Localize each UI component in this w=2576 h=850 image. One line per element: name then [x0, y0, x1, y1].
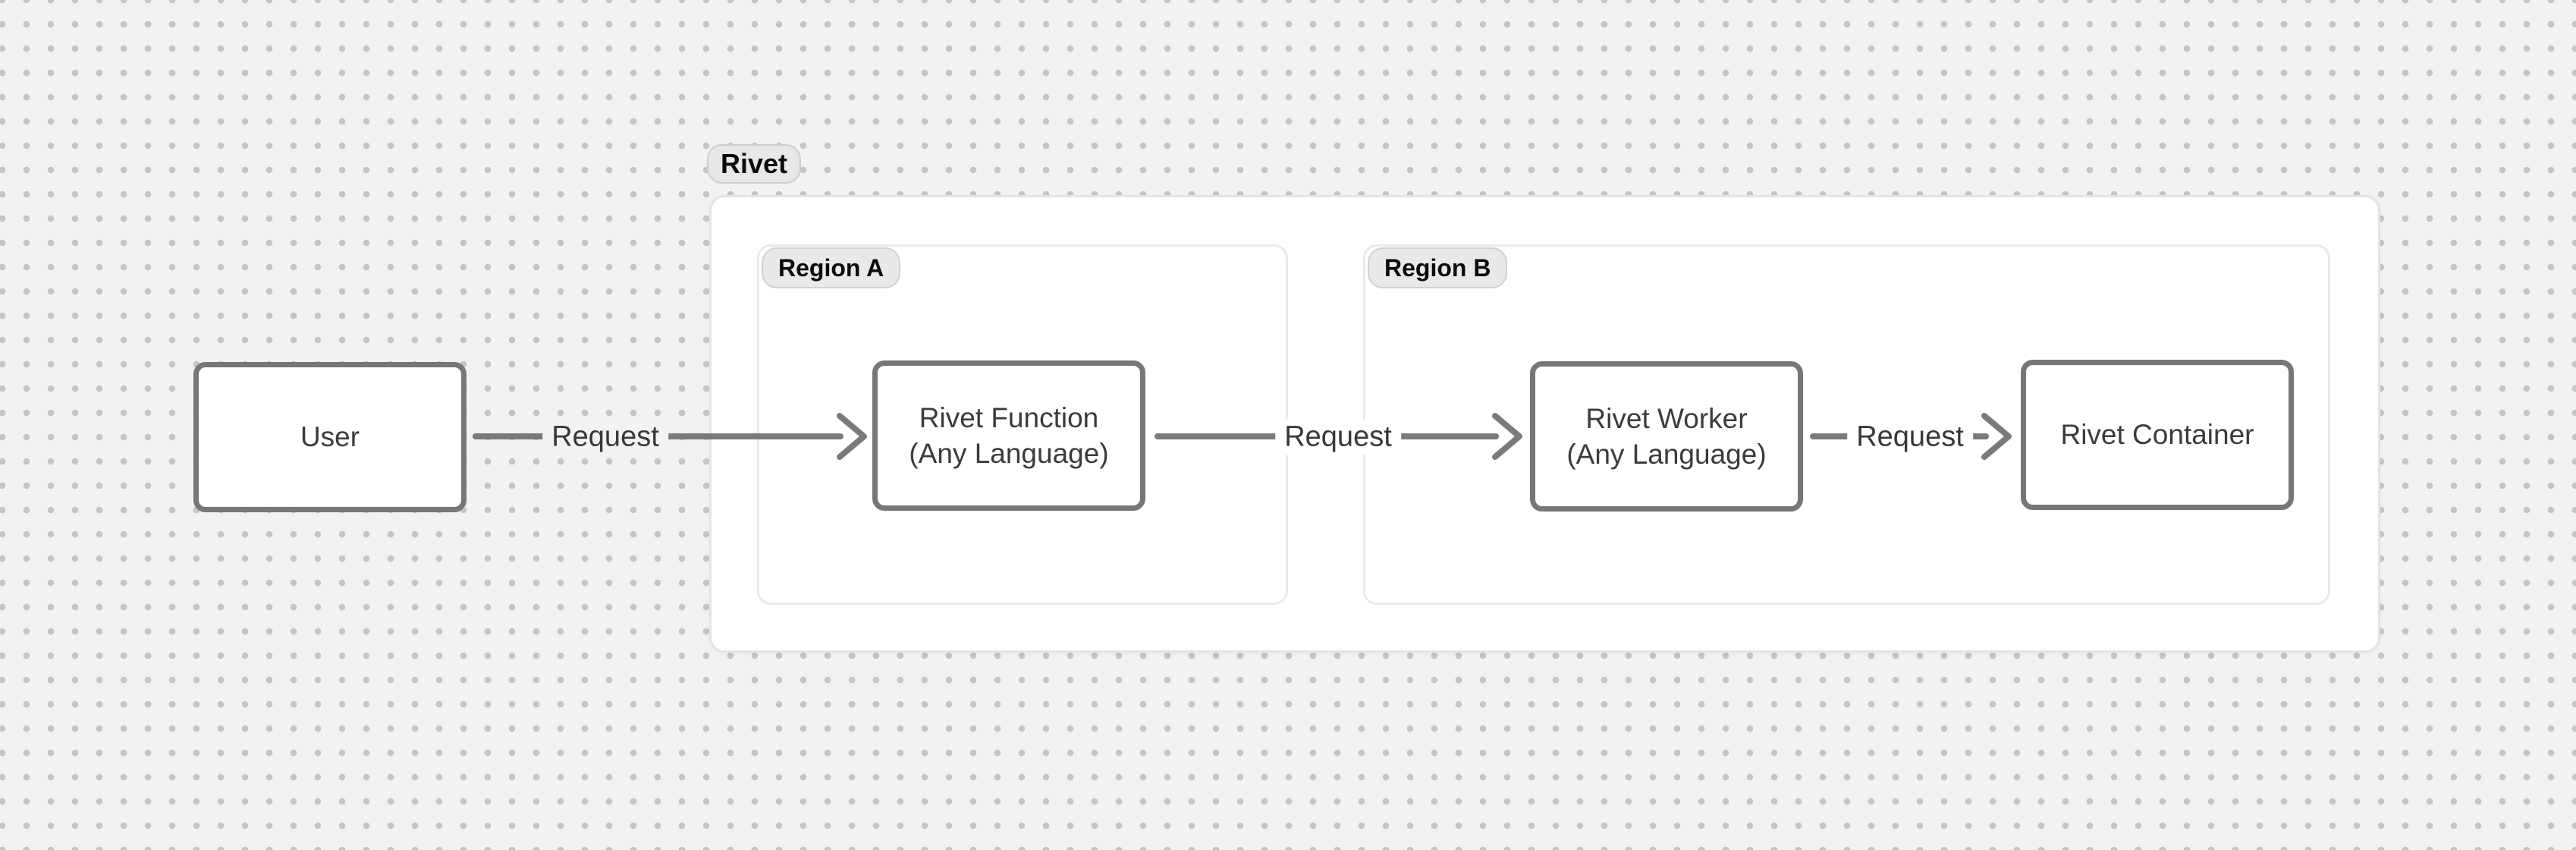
- edge-label-request-1: Request: [542, 419, 668, 455]
- region-a-label: Region A: [762, 247, 901, 288]
- node-user: User: [193, 362, 467, 512]
- arrowhead-right-icon: [837, 413, 867, 460]
- edge-line: [1154, 433, 1280, 439]
- node-rivet-container: Rivet Container: [2021, 360, 2294, 510]
- edge-label-request-2: Request: [1275, 419, 1401, 455]
- edge-line: [1396, 433, 1499, 439]
- edge-line: [660, 433, 843, 439]
- region-b-label: Region B: [1368, 247, 1508, 288]
- edge-label-request-3: Request: [1847, 419, 1973, 455]
- edge-line: [473, 433, 546, 439]
- edge-line: [1810, 433, 1851, 439]
- node-rivet-function: Rivet Function (Any Language): [872, 360, 1145, 511]
- node-rivet-worker: Rivet Worker (Any Language): [1530, 361, 1803, 512]
- edge-line: [1966, 433, 1989, 439]
- arrowhead-right-icon: [1492, 413, 1522, 460]
- arrowhead-right-icon: [1981, 413, 2012, 460]
- rivet-group-label: Rivet: [707, 144, 802, 184]
